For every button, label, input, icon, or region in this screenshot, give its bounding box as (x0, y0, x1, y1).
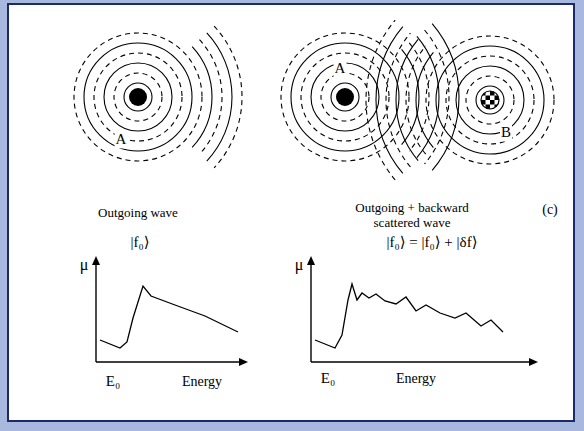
wavefront-arc (207, 33, 232, 161)
diagram-label: E₀ (320, 370, 336, 387)
wavefront-arc (396, 39, 418, 160)
outgoing-wave (74, 26, 242, 168)
wavefront (74, 33, 202, 161)
diagram-label: Energy (395, 371, 437, 387)
wavefront (436, 46, 544, 154)
wavefront-arc (416, 52, 433, 147)
diagram-label: Outgoing + backward scattered wave (344, 201, 481, 231)
wavefront (321, 73, 369, 121)
wavefront (84, 43, 192, 151)
wavefront-arc (199, 40, 222, 155)
wavefront-arc (409, 43, 429, 151)
wavefront-arc (406, 46, 426, 154)
wavefront (114, 73, 162, 121)
spectrum-curve (315, 284, 503, 348)
scatterer-atom (481, 91, 499, 109)
wavefront-arc (425, 30, 449, 164)
diagram-label: E₀ (105, 373, 121, 390)
wavefront (466, 76, 514, 124)
diagram-label: Outgoing wave (97, 206, 179, 221)
wavefront (426, 36, 554, 164)
absorber-atom (336, 88, 354, 106)
diagram-label: μ (294, 256, 305, 274)
diagram-label: A (115, 131, 128, 148)
diagram-label: B (500, 124, 512, 141)
absorber-atom (129, 88, 147, 106)
diagram-label: A (334, 60, 347, 77)
diagram-label: |f₀⟩ = |f₀⟩ + |δf⟩ (386, 234, 479, 251)
wavefront-arc (366, 20, 395, 180)
wavefront-arc (192, 47, 212, 148)
wavefront (331, 83, 359, 111)
spectrum-curve (100, 286, 238, 348)
wavefront (456, 66, 524, 134)
wavefront (94, 53, 182, 141)
diagram-label: |f₀⟩ (129, 234, 150, 251)
absorption-plot (92, 256, 248, 366)
wavefront-arc (376, 27, 403, 174)
absorption-plot (307, 256, 538, 366)
outgoing-wave (281, 24, 459, 171)
diagram-label: (c) (541, 202, 559, 218)
wavefront (104, 63, 172, 131)
wavefront-arc (386, 33, 410, 167)
wavefront (446, 56, 534, 144)
wavefront (281, 33, 409, 161)
wavefront (124, 83, 152, 111)
diagram-label: μ (79, 256, 90, 274)
wavefront-arc (214, 26, 242, 168)
scattered-wave (366, 20, 554, 180)
diagram-label: Energy (181, 374, 223, 390)
wavefront (476, 86, 504, 114)
